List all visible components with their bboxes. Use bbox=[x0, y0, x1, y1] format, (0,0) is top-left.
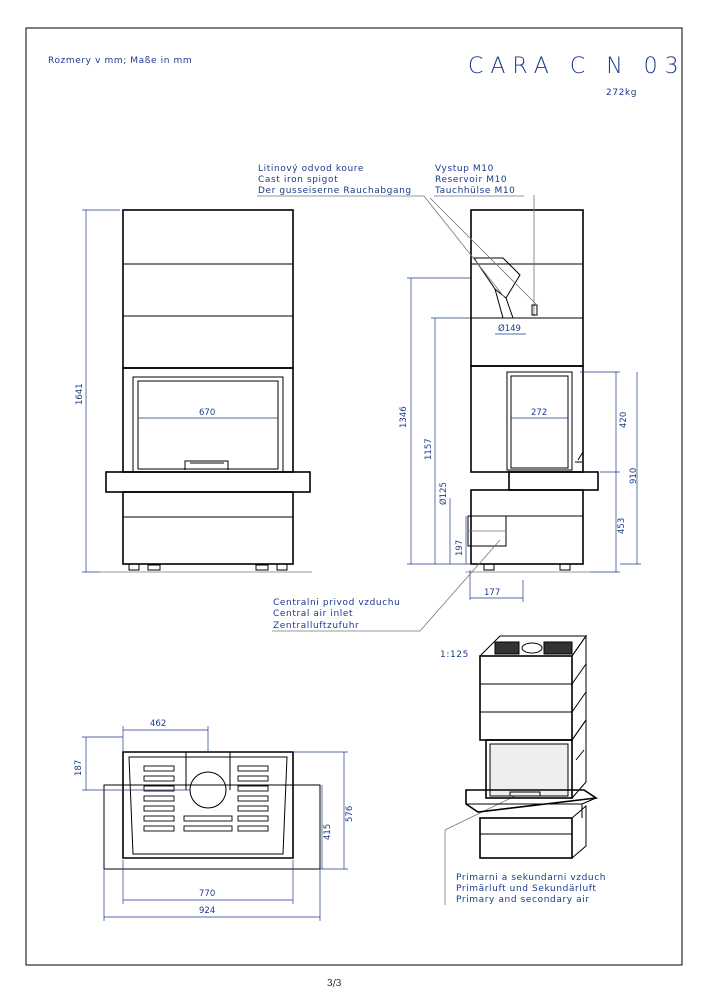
callout-spigot-cz: Litinový odvod koure bbox=[258, 164, 364, 174]
weight-label: 272kg bbox=[606, 88, 637, 98]
vents-left bbox=[143, 765, 175, 832]
side-inlet-width-dim: 177 bbox=[484, 588, 500, 598]
side-flue-dia-dim: Ø149 bbox=[498, 323, 521, 334]
top-depth-total-dim: 576 bbox=[345, 806, 355, 822]
units-note: Rozmery v mm; Maße in mm bbox=[48, 56, 192, 66]
top-depth-body-dim: 415 bbox=[323, 824, 333, 840]
callout-outlet-de: Tauchhülse M10 bbox=[434, 186, 516, 196]
front-width-dim: 670 bbox=[199, 408, 215, 418]
side-base-height-dim: 910 bbox=[629, 468, 639, 484]
callout-primary-air-cz: Primarni a sekundarni vzduch bbox=[456, 873, 606, 883]
drawing-frame bbox=[25, 27, 683, 966]
top-depth-flue-dim: 187 bbox=[74, 760, 84, 776]
callout-primary-air-en: Primary and secondary air bbox=[456, 895, 590, 905]
side-pipe-offset-dim: 197 bbox=[455, 540, 465, 556]
top-width-outer-dim: 924 bbox=[199, 906, 215, 916]
side-pipe-dia-dim: Ø125 bbox=[438, 482, 449, 505]
side-low-height-dim: 453 bbox=[617, 518, 627, 534]
model-title: CARA C N 03 bbox=[468, 54, 686, 79]
callout-outlet-cz: Vystup M10 bbox=[435, 164, 494, 174]
front-height-dim: 1641 bbox=[75, 383, 85, 405]
isometric-view bbox=[465, 634, 599, 859]
callout-central-air-de: Zentralluftzufuhr bbox=[273, 621, 359, 631]
vents-center bbox=[183, 815, 233, 832]
side-view: 1346 1157 Ø125 197 Ø149 272 420 910 453 … bbox=[399, 195, 641, 602]
side-height-total-dim: 1346 bbox=[399, 406, 409, 428]
callout-spigot-en: Cast iron spigot bbox=[258, 175, 338, 185]
side-height-mid-dim: 1157 bbox=[424, 438, 434, 460]
top-view: 462 187 576 415 770 924 bbox=[74, 719, 355, 921]
side-firebox-depth-dim: 272 bbox=[531, 408, 547, 418]
front-view: 1641 670 bbox=[75, 209, 312, 573]
callout-central-air-cz: Centralni privod vzduchu bbox=[273, 598, 400, 608]
scale-label: 1:125 bbox=[440, 650, 469, 660]
callout-central-air-en: Central air inlet bbox=[273, 609, 353, 619]
page-number: 3/3 bbox=[327, 979, 342, 989]
top-flue-pos-dim: 462 bbox=[150, 719, 166, 729]
callout-primary-air-de: Primärluft und Sekundärluft bbox=[456, 884, 597, 894]
callout-outlet-en: Reservoir M10 bbox=[435, 175, 507, 185]
side-glass-height-dim: 420 bbox=[619, 412, 629, 428]
callout-leaders bbox=[257, 195, 539, 905]
top-width-inner-dim: 770 bbox=[199, 889, 215, 899]
callout-spigot-de: Der gusseiserne Rauchabgang bbox=[258, 186, 412, 196]
vents-right bbox=[237, 765, 269, 832]
